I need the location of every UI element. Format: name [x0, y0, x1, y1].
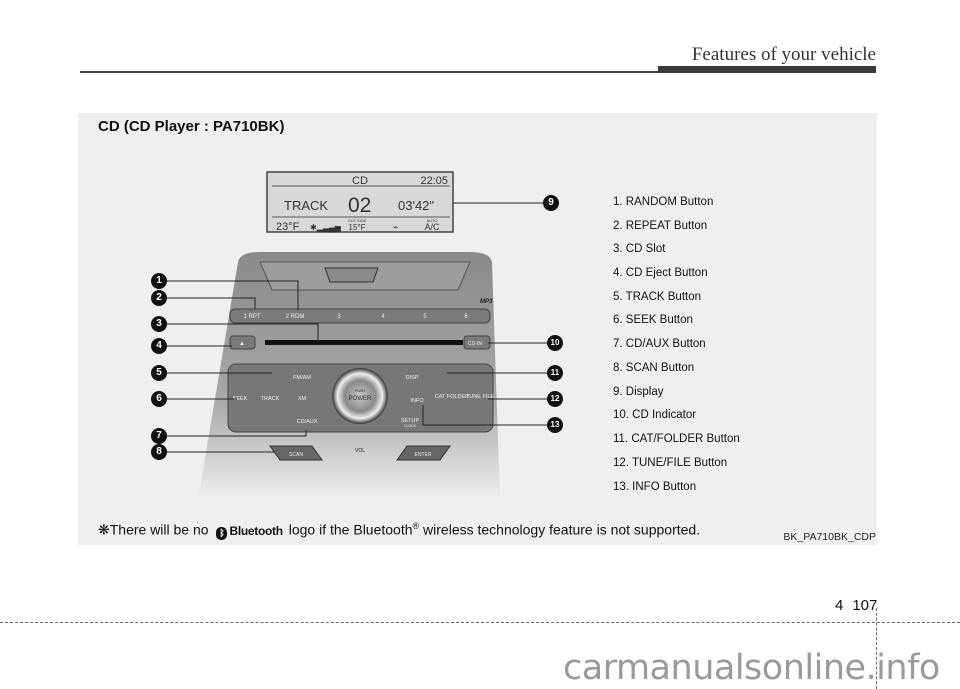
vol-label: VOL [355, 448, 365, 454]
preset-button-1: 1 RPT [243, 314, 260, 320]
watermark: carmanualsonline.info [563, 648, 940, 688]
callout-marker-1: 1 [151, 273, 167, 289]
legend-item: 8. SCAN Button [613, 362, 695, 374]
legend-item: 6. SEEK Button [613, 314, 693, 326]
enter-button: ENTER [415, 452, 432, 458]
display-temp: 23°F [276, 221, 300, 233]
registered-mark: ® [412, 521, 420, 531]
legend-item: 4. CD Eject Button [613, 267, 708, 279]
display-mode: CD [352, 175, 368, 187]
callout-marker-3: 3 [151, 316, 167, 332]
header-rule-thick [658, 66, 876, 73]
legend-item: 1. RANDOM Button [613, 196, 714, 208]
callout-lines [166, 202, 549, 453]
knob-power-label: POWER [349, 396, 372, 402]
legend-item: 2. REPEAT Button [613, 220, 708, 232]
footer-divider [876, 608, 877, 689]
legend-item: 7. CD/AUX Button [613, 338, 706, 350]
legend-item: 11. CAT/FOLDER Button [613, 433, 740, 445]
preset-button-2: 2 RDM [286, 314, 305, 320]
footer-rule [0, 622, 960, 623]
display-outside-temp: 15°F [349, 223, 366, 232]
legend-item: 5. TRACK Button [613, 291, 701, 303]
info-button: INFO [410, 398, 424, 404]
display-elapsed: 03'42" [398, 198, 434, 213]
fmam-button: FM/AM [293, 375, 311, 381]
legend-item: 9. Display [613, 386, 664, 398]
seek-button: SEEK [233, 396, 248, 402]
callout-marker-10: 10 [547, 335, 563, 351]
svg-text:▲: ▲ [239, 341, 245, 347]
display-track-label: TRACK [284, 198, 328, 213]
disp-button: DISP [406, 375, 419, 381]
callout-marker-12: 12 [547, 391, 563, 407]
cdaux-button: CD/AUX [297, 419, 318, 425]
note-prefix: ❋There will be no [98, 521, 209, 538]
header-rule [80, 71, 660, 73]
mp3-label: MP3 [480, 299, 493, 305]
legend-item: 13. INFO Button [613, 481, 697, 493]
legend-item: 12. TUNE/FILE Button [613, 457, 728, 469]
cd-slot [265, 340, 463, 345]
callout-marker-7: 7 [151, 428, 167, 444]
callout-marker-8: 8 [151, 444, 167, 460]
preset-button-4: 4 [381, 314, 385, 320]
cat-folder-button: CAT FOLDER [435, 394, 469, 400]
chapter-number: 4 [835, 597, 844, 614]
preset-button-3: 3 [337, 314, 341, 320]
display-ac: A/C [424, 222, 440, 232]
display-outside-label: OUT SIDE [348, 218, 367, 223]
tune-file-button: TUNE FILE [466, 394, 494, 400]
display-track-number: 02 [348, 194, 371, 217]
track-button: TRACK [261, 396, 280, 402]
svg-text:⌁: ⌁ [393, 222, 398, 232]
setup-button: SETUP [401, 418, 420, 424]
callout-marker-11: 11 [547, 365, 563, 381]
legend-item: 3. CD Slot [613, 243, 666, 255]
image-code: BK_PA710BK_CDP [783, 531, 876, 543]
bluetooth-icon: ᛒ [216, 526, 228, 540]
callout-marker-4: 4 [151, 338, 167, 354]
cdin-indicator: CD-IN [468, 341, 482, 347]
scan-button: SCAN [289, 452, 303, 458]
eject-button [229, 335, 256, 350]
note-suffix: wireless technology feature is not suppo… [423, 521, 701, 538]
svg-text:✱▂▃▄▅: ✱▂▃▄▅ [310, 223, 342, 233]
display-auto-label: AUTO [426, 218, 437, 223]
note-middle: logo if the Bluetooth [288, 521, 413, 538]
callout-marker-9: 9 [543, 195, 559, 211]
display-clock: 22:05 [420, 175, 448, 187]
callout-marker-5: 5 [151, 365, 167, 381]
callout-marker-2: 2 [151, 290, 167, 306]
xm-button: XM [298, 396, 307, 402]
page-number: 4 107 [835, 597, 886, 614]
power-volume-knob [332, 368, 388, 424]
page-number-value: 107 [852, 597, 878, 614]
callout-marker-6: 6 [151, 391, 167, 407]
preset-button-5: 5 [423, 314, 427, 320]
header-title: Features of your vehicle [691, 44, 876, 65]
preset-button-6: 6 [464, 314, 468, 320]
display-screen: CD 22:05 TRACK 02 03'42" 23°F ✱▂▃▄▅ OUT … [266, 171, 454, 233]
callout-marker-13: 13 [547, 417, 563, 433]
legend-item: 10. CD Indicator [613, 409, 697, 421]
preset-row: 1 RPT 2 RDM 3 4 5 6 [229, 308, 491, 324]
section-title: CD (CD Player : PA710BK) [98, 118, 285, 135]
setup-sub-label: CLOCK [404, 424, 417, 428]
knob-push-label: PUSH [355, 389, 365, 393]
